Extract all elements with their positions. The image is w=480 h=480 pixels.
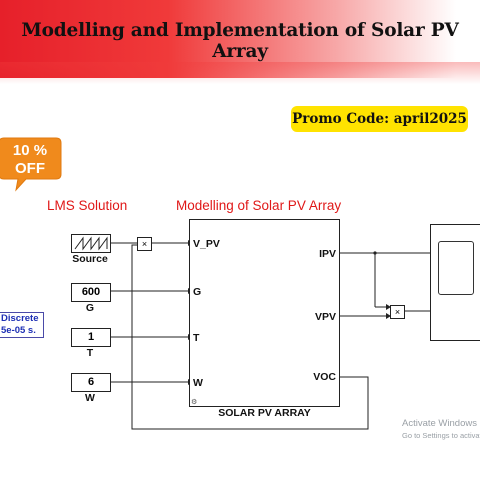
source-block[interactable] (71, 234, 111, 253)
powergui-block[interactable]: Discrete 5e-05 s. (0, 312, 44, 338)
constant-t-block[interactable]: 1 (71, 328, 111, 347)
scope-screen-icon (438, 241, 474, 295)
powergui-mode: Discrete (1, 313, 39, 324)
constant-t-label: T (86, 347, 94, 359)
port-v-pv: V_PV (193, 238, 220, 250)
wire-voc-feedback (131, 244, 369, 430)
arrow-product2-in2 (386, 313, 391, 319)
sawtooth-icon (74, 236, 108, 251)
promo-code-banner: Promo Code: april2025 (291, 106, 468, 132)
watermark-line2: Go to Settings to activate (402, 431, 480, 440)
header-banner (0, 0, 480, 78)
constant-w-label: W (85, 392, 95, 404)
constant-g-block[interactable]: 600 (71, 283, 111, 302)
subsystem-mask-icon: ⚙ (191, 399, 198, 406)
port-vpv: VPV (314, 311, 336, 323)
port-voc: VOC (313, 371, 336, 383)
solar-pv-array-label: SOLAR PV ARRAY (218, 407, 311, 419)
constant-g-label: G (85, 302, 95, 314)
scope-block[interactable] (430, 224, 480, 341)
watermark-line1: Activate Windows (402, 418, 477, 429)
page-title: Modelling and Implementation of Solar PV… (21, 20, 459, 62)
constant-w-block[interactable]: 6 (71, 373, 111, 392)
port-ipv: IPV (319, 248, 336, 260)
port-t: T (193, 332, 200, 344)
badge-line1: 10 % (13, 142, 47, 159)
model-section-label: Modelling of Solar PV Array (176, 198, 342, 213)
port-w: W (193, 377, 203, 389)
source-label: Source (72, 253, 108, 265)
powergui-step: 5e-05 s. (1, 325, 36, 336)
arrow-product2-in1 (386, 304, 391, 310)
port-g: G (193, 286, 202, 298)
junction-dot (373, 251, 377, 255)
discount-badge: 10 % OFF (0, 137, 62, 192)
solar-pv-array-block[interactable]: V_PV G T W IPV VPV VOC ⚙ (189, 219, 340, 407)
product-block[interactable]: × (137, 237, 152, 251)
product2-block[interactable]: × (390, 305, 405, 319)
activate-windows-watermark: Activate Windows Go to Settings to activ… (402, 418, 480, 442)
header-banner-fade (0, 62, 480, 84)
lms-solution-label: LMS Solution (47, 198, 128, 213)
badge-line2: OFF (15, 160, 45, 177)
